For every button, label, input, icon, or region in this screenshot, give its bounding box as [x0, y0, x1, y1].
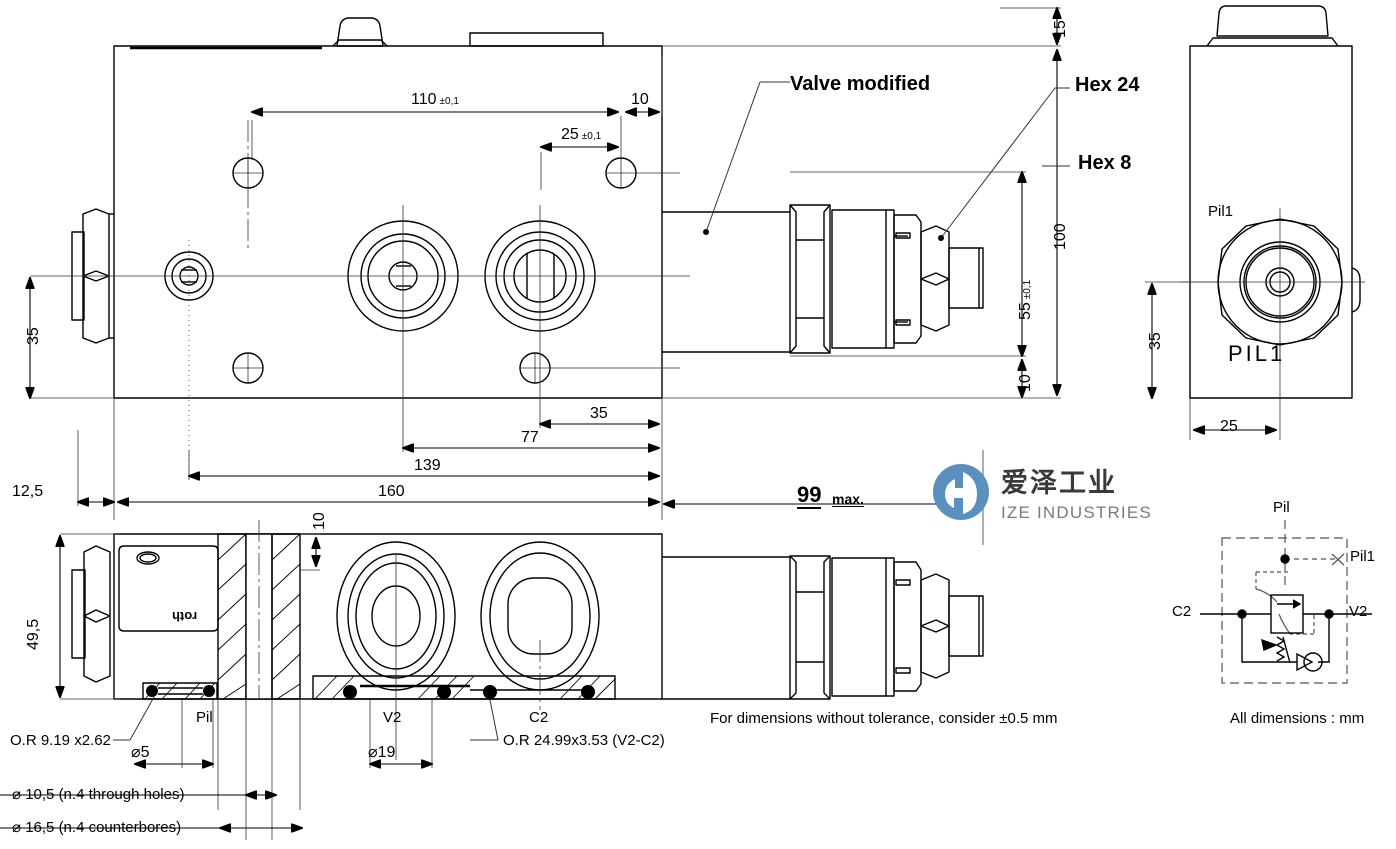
note-units: All dimensions : mm: [1230, 710, 1365, 727]
dim-99: 99: [797, 482, 822, 509]
note-counterbores: ⌀ 16,5 (n.4 counterbores): [12, 819, 182, 836]
dim-10-top: 10: [631, 91, 649, 108]
note-oring-large: O.R 24.99x3.53 (V2-C2): [503, 732, 665, 749]
dim-160: 160: [378, 483, 405, 500]
dim-35-right: 35: [590, 405, 608, 422]
logo-mark: [945, 472, 977, 514]
dim-110: 110±0,1: [411, 91, 459, 108]
dim-diam-19: ⌀19: [368, 744, 396, 761]
callout-hex-24: Hex 24: [1075, 74, 1140, 96]
label-c2: C2: [529, 709, 549, 726]
watermark-logo: 爱泽工业 IZE INDUSTRIES: [933, 461, 1152, 523]
label-pil: Pil: [196, 709, 213, 726]
dim-139: 139: [414, 457, 441, 474]
dim-12-5: 12,5: [12, 483, 44, 500]
ize-logo-icon: [933, 464, 989, 520]
label-pil1-large: PIL1: [1228, 341, 1286, 366]
callout-hex-8: Hex 8: [1078, 152, 1132, 174]
dim-77: 77: [521, 429, 539, 446]
schematic-label-c2: C2: [1172, 603, 1192, 620]
note-oring-small: O.R 9.19 x2.62: [10, 732, 111, 749]
dim-25-side: 25: [1220, 418, 1238, 435]
dim-25: 25±0,1: [561, 126, 602, 143]
schematic-label-pil1: Pil1: [1350, 548, 1376, 565]
label-pil1-small: Pil1: [1208, 203, 1234, 220]
watermark-english: IZE INDUSTRIES: [1001, 503, 1152, 522]
schematic-label-pil: Pil: [1273, 499, 1290, 516]
dim-diam-5: ⌀5: [131, 744, 150, 761]
note-through-holes: ⌀ 10,5 (n.4 through holes): [12, 786, 185, 803]
watermark-chinese: 爱泽工业: [1001, 468, 1117, 499]
dim-99-suffix: max.: [832, 491, 864, 507]
note-tolerance: For dimensions without tolerance, consid…: [710, 710, 1058, 727]
schematic-label-v2: V2: [1349, 603, 1368, 620]
label-v2: V2: [383, 709, 402, 726]
watermark-text: 爱泽工业 IZE INDUSTRIES: [1001, 461, 1152, 523]
callout-valve-modified: Valve modified: [790, 73, 931, 95]
